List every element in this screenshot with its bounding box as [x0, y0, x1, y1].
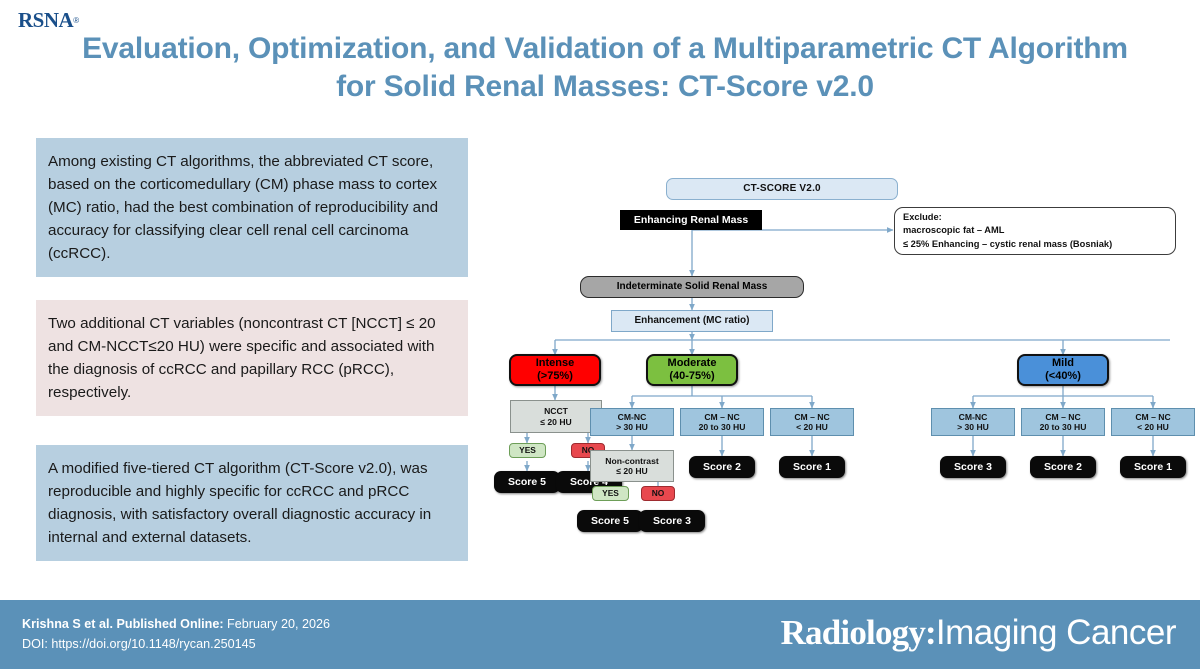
decision-moderate-yes: YES	[592, 486, 629, 501]
criterion-moderate-3-line1: CM – NC	[794, 411, 830, 422]
page-title: Evaluation, Optimization, and Validation…	[82, 32, 1128, 104]
rsna-logo-text: RSNA	[18, 7, 74, 32]
node-enhancing-renal-mass: Enhancing Renal Mass	[620, 210, 762, 230]
score-mild-1: Score 3	[940, 456, 1006, 478]
node-exclude-box: Exclude: macroscopic fat – AML ≤ 25% Enh…	[894, 207, 1176, 255]
criterion-intense-ncct-line2: ≤ 20 HU	[540, 416, 572, 427]
decision-intense-yes: YES	[509, 443, 546, 458]
criterion-moderate-3: CM – NC < 20 HU	[770, 408, 854, 436]
finding-box-3: A modified five-tiered CT algorithm (CT-…	[36, 445, 468, 562]
exclude-line-1: Exclude:	[903, 212, 942, 223]
node-indeterminate-solid-renal-mass: Indeterminate Solid Renal Mass	[580, 276, 804, 298]
criterion-mild-2-line1: CM – NC	[1045, 411, 1081, 422]
finding-box-1: Among existing CT algorithms, the abbrev…	[36, 138, 468, 278]
criterion-moderate-1-line1: CM-NC	[617, 411, 647, 422]
score-moderate-no: Score 3	[639, 510, 705, 532]
journal-logo: Radiology:Imaging Cancer	[780, 612, 1177, 654]
citation-doi[interactable]: DOI: https://doi.org/10.1148/rycan.25014…	[22, 637, 256, 652]
score-moderate-2: Score 2	[689, 456, 755, 478]
criterion-moderate-3-line2: < 20 HU	[796, 422, 828, 432]
criterion-moderate-2: CM – NC 20 to 30 HU	[680, 408, 764, 436]
category-moderate-range: (40-75%)	[669, 370, 715, 382]
ct-score-flowchart: CT-SCORE V2.0 Enhancing Renal Mass Exclu…	[480, 168, 1196, 532]
flowchart-header: CT-SCORE V2.0	[666, 178, 898, 200]
criterion-mild-1-line2: > 30 HU	[957, 422, 989, 432]
criterion-mild-3-line1: CM – NC	[1135, 411, 1171, 422]
category-mild-range: (<40%)	[1045, 370, 1081, 382]
score-intense-yes: Score 5	[494, 471, 560, 493]
criterion-moderate-1-line2: > 30 HU	[616, 422, 648, 432]
category-mild: Mild (<40%)	[1017, 354, 1109, 386]
citation-line: Krishna S et al. Published Online: Febru…	[22, 614, 330, 634]
category-moderate-name: Moderate	[667, 357, 717, 370]
exclude-line-2: macroscopic fat – AML	[903, 225, 1005, 236]
journal-logo-light: Imaging Cancer	[935, 613, 1177, 652]
citation-authors: Krishna S et al. Published Online:	[22, 617, 224, 631]
category-mild-name: Mild	[1052, 357, 1074, 370]
footer-bar: Krishna S et al. Published Online: Febru…	[0, 600, 1200, 669]
node-enhancement-mc-ratio: Enhancement (MC ratio)	[611, 310, 773, 332]
score-mild-2: Score 2	[1030, 456, 1096, 478]
category-intense-range: (>75%)	[537, 370, 573, 382]
score-mild-3: Score 1	[1120, 456, 1186, 478]
criterion-mild-1-line1: CM-NC	[958, 411, 988, 422]
criterion-moderate-2-line2: 20 to 30 HU	[698, 422, 746, 432]
criterion-moderate-2-line1: CM – NC	[704, 411, 740, 422]
finding-box-2: Two additional CT variables (noncontrast…	[36, 300, 468, 417]
score-moderate-yes: Score 5	[577, 510, 643, 532]
journal-logo-bold: Radiology:	[780, 613, 937, 652]
criterion-moderate-noncontrast-line2: ≤ 20 HU	[616, 466, 648, 476]
criterion-mild-2-line2: 20 to 30 HU	[1039, 422, 1087, 432]
category-intense-name: Intense	[535, 357, 575, 370]
rsna-logo: RSNA®	[18, 8, 104, 32]
criterion-moderate-noncontrast: Non-contrast ≤ 20 HU	[590, 450, 674, 482]
citation-date: February 20, 2026	[223, 617, 330, 631]
criterion-moderate-noncontrast-line1: Non-contrast	[605, 455, 659, 466]
criterion-mild-3-line2: < 20 HU	[1137, 422, 1169, 432]
criterion-mild-2: CM – NC 20 to 30 HU	[1021, 408, 1105, 436]
criterion-intense-ncct: NCCT ≤ 20 HU	[510, 400, 602, 433]
citation-block: Krishna S et al. Published Online: Febru…	[22, 614, 330, 655]
exclude-line-3: ≤ 25% Enhancing – cystic renal mass (Bos…	[903, 238, 1113, 249]
score-moderate-3: Score 1	[779, 456, 845, 478]
criterion-intense-ncct-line1: NCCT	[544, 406, 568, 417]
category-moderate: Moderate (40-75%)	[646, 354, 738, 386]
category-intense: Intense (>75%)	[509, 354, 601, 386]
criterion-mild-1: CM-NC > 30 HU	[931, 408, 1015, 436]
decision-moderate-no: NO	[641, 486, 675, 501]
rsna-trademark-icon: ®	[73, 15, 80, 25]
criterion-mild-3: CM – NC < 20 HU	[1111, 408, 1195, 436]
criterion-moderate-1: CM-NC > 30 HU	[590, 408, 674, 436]
